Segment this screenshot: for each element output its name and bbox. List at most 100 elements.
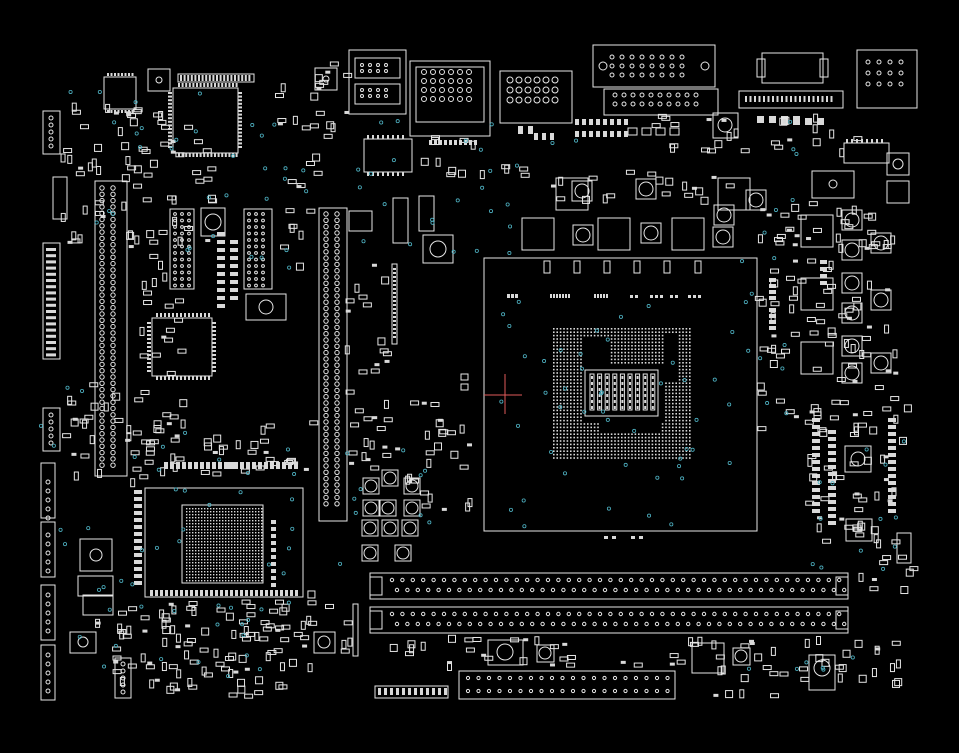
lga-pin xyxy=(675,443,677,446)
lga-pin xyxy=(614,447,616,449)
hole xyxy=(538,646,552,660)
via xyxy=(430,217,435,222)
pad xyxy=(133,165,142,174)
lga-pin xyxy=(651,345,654,347)
lga-pin xyxy=(573,379,575,381)
ball xyxy=(228,559,230,561)
lga-pin xyxy=(580,372,582,374)
pad xyxy=(365,458,371,462)
lga-pin xyxy=(648,338,650,340)
lga-pin xyxy=(576,358,579,361)
capacitor xyxy=(143,300,153,306)
ball xyxy=(186,550,188,552)
lga-pin xyxy=(559,406,562,408)
pin xyxy=(180,283,184,288)
pad xyxy=(481,653,487,657)
header-pin xyxy=(323,268,329,274)
pin xyxy=(187,257,191,262)
pad xyxy=(594,294,596,298)
lga-pin xyxy=(553,365,555,367)
lga-pin xyxy=(617,351,620,354)
pad xyxy=(168,128,172,130)
audio-connector xyxy=(409,60,491,137)
lga-pin xyxy=(621,436,623,439)
capacitor xyxy=(812,227,822,233)
lga-pin xyxy=(617,348,620,350)
pin xyxy=(457,78,463,84)
ball xyxy=(225,559,227,561)
lga-pin xyxy=(661,457,664,459)
slot-pin xyxy=(769,587,774,593)
pad xyxy=(203,438,212,447)
ball xyxy=(213,553,215,555)
pad xyxy=(212,338,216,340)
lga-pin xyxy=(634,450,637,452)
via xyxy=(284,248,289,253)
lga-pin xyxy=(682,338,684,340)
slot-pin xyxy=(400,577,405,583)
pad xyxy=(568,294,570,298)
hole xyxy=(643,225,659,241)
lga-pin xyxy=(621,362,623,364)
lga-pin xyxy=(678,341,681,344)
header-pin xyxy=(99,437,105,443)
pin xyxy=(609,63,615,69)
capacitor xyxy=(63,148,73,154)
lga-pin xyxy=(621,341,623,344)
ball xyxy=(252,508,254,510)
pad xyxy=(131,110,134,113)
lga-pin xyxy=(587,328,589,330)
capacitor xyxy=(305,160,315,166)
pad xyxy=(714,140,723,149)
header-pin xyxy=(334,223,340,230)
lga-pin xyxy=(678,423,681,425)
capacitor xyxy=(891,539,901,545)
lga-pin xyxy=(556,368,558,371)
lga-pin xyxy=(648,334,650,337)
pad xyxy=(868,212,877,221)
pad xyxy=(644,400,647,403)
ball xyxy=(210,541,212,543)
ball xyxy=(255,577,257,579)
pad xyxy=(192,83,195,87)
pad xyxy=(636,376,639,379)
lga-pin xyxy=(563,368,565,371)
via xyxy=(606,506,611,511)
header-pin xyxy=(323,482,329,488)
lga-pin xyxy=(573,338,575,340)
header-pin xyxy=(99,456,105,462)
lga-pin xyxy=(617,345,620,347)
lga-pin xyxy=(644,334,647,337)
pin xyxy=(261,225,265,229)
pad xyxy=(230,240,238,244)
pin xyxy=(261,251,265,255)
ball xyxy=(225,574,227,576)
header-pin xyxy=(323,425,329,431)
lga-pin xyxy=(685,351,688,354)
lga-pin xyxy=(583,450,586,452)
header-pin xyxy=(110,405,116,412)
slot-pin xyxy=(561,621,566,627)
ball xyxy=(258,553,260,555)
capacitor xyxy=(207,166,217,172)
pad xyxy=(134,560,142,564)
capacitor xyxy=(812,124,818,134)
lga-pin xyxy=(665,409,667,412)
pad xyxy=(271,534,276,538)
ball xyxy=(213,514,215,516)
pad xyxy=(396,688,399,695)
ball xyxy=(186,538,188,540)
ball xyxy=(240,517,242,519)
lga-pin xyxy=(631,348,633,350)
mosfet xyxy=(712,226,734,248)
pad xyxy=(150,590,153,596)
lga-pin xyxy=(651,443,654,446)
capacitor xyxy=(262,626,272,632)
dip-ic xyxy=(243,208,273,290)
pad xyxy=(787,138,793,142)
capacitor xyxy=(759,346,769,352)
capacitor xyxy=(188,601,198,607)
capacitor xyxy=(127,663,137,669)
pad xyxy=(288,462,292,469)
